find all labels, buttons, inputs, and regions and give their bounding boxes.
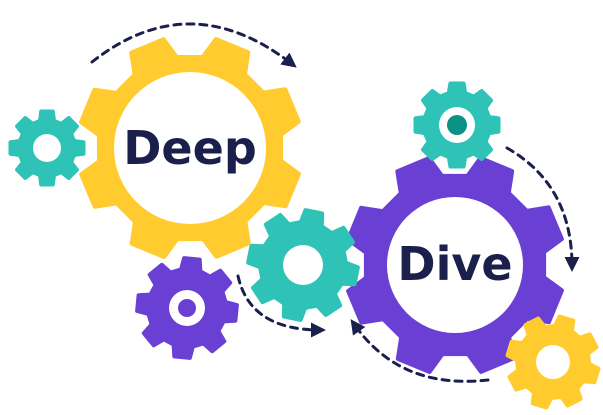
- dashed-arrow-icon: [236, 274, 326, 338]
- deep-label: Deep: [123, 121, 257, 175]
- dive-label: Dive: [397, 237, 512, 291]
- dashed-arrow-icon: [350, 319, 490, 383]
- gear-icon: [505, 314, 601, 410]
- dashed-arrow-icon: [505, 146, 580, 272]
- dashed-arrow-icon: [90, 22, 297, 68]
- gear-icon: [135, 256, 239, 360]
- gear-icon: [79, 37, 301, 259]
- gear-icon: [246, 208, 360, 322]
- gear-icon: [8, 109, 86, 187]
- gear-icon: [413, 81, 501, 169]
- gear-icon: [346, 156, 564, 374]
